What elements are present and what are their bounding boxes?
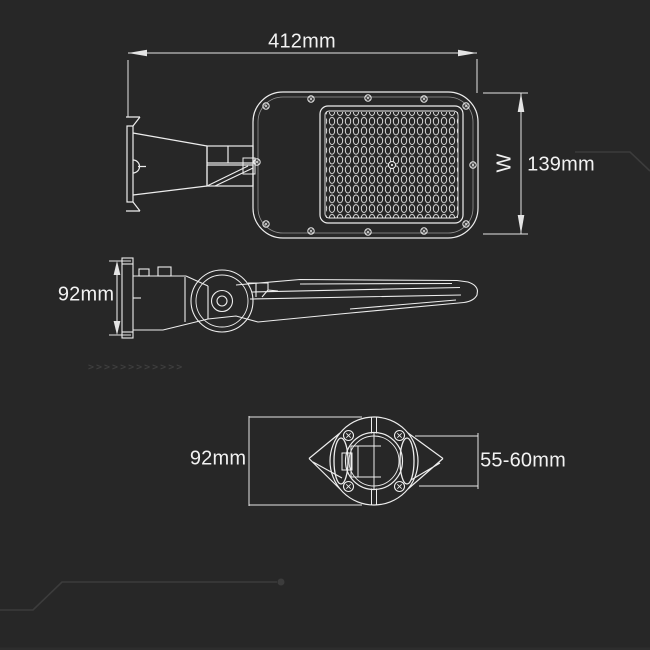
dimension-label-92mm-bottom: 92mm [189, 447, 247, 470]
dimension-line-55-60 [415, 433, 479, 489]
side-view-drawing [109, 257, 479, 339]
top-view-drawing [126, 91, 479, 239]
bottom-view-drawing [248, 416, 479, 506]
dimension-label-55-60mm: 55-60mm [480, 449, 566, 472]
dimension-line-92-bottom [248, 416, 362, 506]
dimension-label-92mm-side: 92mm [57, 283, 115, 306]
dimension-line-139 [483, 92, 528, 235]
right-wing-clamp [407, 432, 444, 490]
dimension-line-412 [127, 49, 478, 117]
top-view-bracket [126, 116, 256, 212]
background-circuit-decoration [0, 151, 650, 650]
dimension-label-412mm: 412mm [268, 30, 336, 53]
dimension-line-92-side [109, 260, 131, 336]
width-axis-label: W [493, 153, 516, 173]
chevron-row-decoration: >>>>>>>>>>>> [88, 362, 185, 373]
left-wing-clamp [308, 432, 343, 490]
dimension-label-139mm: 139mm [527, 153, 595, 176]
